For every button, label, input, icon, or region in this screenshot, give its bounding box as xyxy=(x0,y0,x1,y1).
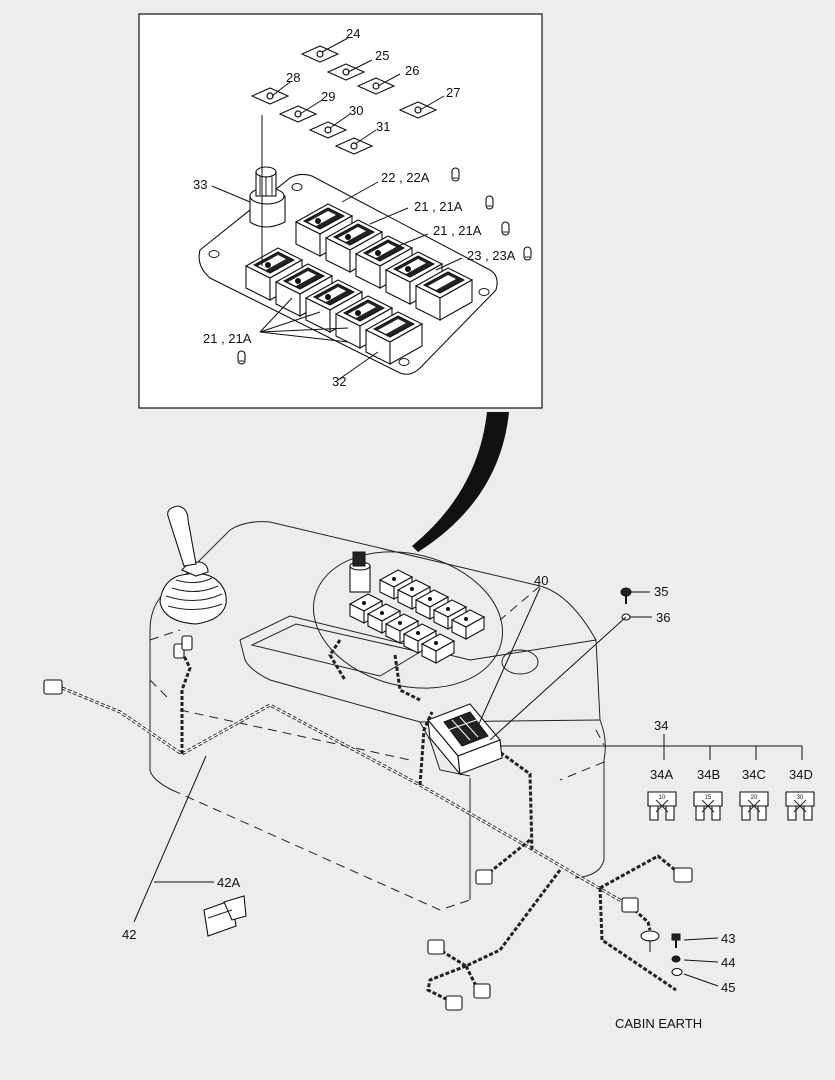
callout-27: 27 xyxy=(446,85,460,100)
wiring-harness xyxy=(61,639,681,1004)
callout-36: 36 xyxy=(656,610,670,625)
fuse-box xyxy=(427,703,503,776)
mini-rocker-switch xyxy=(450,609,486,640)
callout-42a: 42A xyxy=(217,875,240,890)
main-leader-lines xyxy=(133,587,803,987)
fuse-group: 10 15 20 30 xyxy=(647,791,815,821)
connector xyxy=(673,867,693,883)
console-hole xyxy=(501,649,539,675)
console-assembly: 10 15 20 30 40 35 36 34 34A 34B 34C 34D xyxy=(43,505,815,1031)
bulb-icon xyxy=(523,246,532,261)
callout-21-21a: 21 , 21A xyxy=(433,223,482,238)
callout-35: 35 xyxy=(654,584,668,599)
fuse-rating: 20 xyxy=(751,795,758,801)
callout-45: 45 xyxy=(721,980,735,995)
rocker-switch xyxy=(364,311,424,365)
fuse-icon: 30 xyxy=(785,791,815,821)
plate-hole xyxy=(398,358,410,366)
callout-28: 28 xyxy=(286,70,300,85)
connector xyxy=(475,869,493,885)
plate-hole xyxy=(208,250,220,258)
connector xyxy=(427,939,445,955)
screw xyxy=(620,587,632,604)
callout-34b: 34B xyxy=(697,767,720,782)
callout-40: 40 xyxy=(534,573,548,588)
fuse-icon: 20 xyxy=(739,791,769,821)
connector-42a xyxy=(203,895,247,937)
plate-hole xyxy=(291,183,303,191)
callout-43: 43 xyxy=(721,931,735,946)
rotary-switch xyxy=(249,166,286,228)
mini-rocker-switch xyxy=(396,579,432,610)
rocker-switch xyxy=(414,267,474,321)
callout-34: 34 xyxy=(654,718,668,733)
connector xyxy=(445,995,463,1011)
rocker-switch-group xyxy=(244,203,474,365)
symbol-label-icon xyxy=(250,87,290,105)
callout-26: 26 xyxy=(405,63,419,78)
callout-23-23a: 23 , 23A xyxy=(467,248,516,263)
callout-24: 24 xyxy=(346,26,360,41)
screw xyxy=(671,933,681,948)
callout-29: 29 xyxy=(321,89,335,104)
symbol-label-icon xyxy=(308,121,348,139)
mini-rocker-group xyxy=(348,569,486,664)
callout-44: 44 xyxy=(721,955,735,970)
callout-42: 42 xyxy=(122,927,136,942)
callout-21-21a: 21 , 21A xyxy=(414,199,463,214)
cabin-earth-label: CABIN EARTH xyxy=(615,1016,702,1031)
connector xyxy=(173,635,193,659)
mini-rocker-switch xyxy=(420,633,456,664)
mini-rotary-switch xyxy=(349,551,371,593)
fuse-rating: 15 xyxy=(705,795,712,801)
symbol-label-icon xyxy=(300,45,340,63)
fuse-icon: 10 xyxy=(647,791,677,821)
detail-inset: 24 25 26 27 28 29 30 31 33 22 , 22A 21 ,… xyxy=(138,13,543,409)
callout-32: 32 xyxy=(332,374,346,389)
callout-34c: 34C xyxy=(742,767,766,782)
callout-34a: 34A xyxy=(650,767,673,782)
earth-terminal xyxy=(640,930,660,952)
bulb-icon xyxy=(501,221,510,236)
bulb-icon xyxy=(485,195,494,210)
connector xyxy=(621,897,639,913)
connector xyxy=(473,983,491,999)
callout-30: 30 xyxy=(349,103,363,118)
washer xyxy=(671,955,681,963)
inset-leader-lines xyxy=(211,37,463,381)
plate-hole xyxy=(478,288,490,296)
joystick xyxy=(159,505,227,625)
callout-31: 31 xyxy=(376,119,390,134)
bulb-icon xyxy=(237,350,246,365)
callout-22-22a: 22 , 22A xyxy=(381,170,430,185)
callout-25: 25 xyxy=(375,48,389,63)
washer xyxy=(671,967,683,977)
callout-21-21a: 21 , 21A xyxy=(203,331,252,346)
symbol-label-icon xyxy=(334,137,374,155)
detail-arrow xyxy=(412,412,509,552)
connector xyxy=(43,679,63,695)
switch-panel-ellipse xyxy=(312,551,504,689)
fuse-rating: 30 xyxy=(797,795,804,801)
callout-34d: 34D xyxy=(789,767,813,782)
fuse-rating: 10 xyxy=(659,795,666,801)
fuse-icon: 15 xyxy=(693,791,723,821)
rocker-switch xyxy=(334,295,394,349)
bulb-icon xyxy=(451,167,460,182)
callout-33: 33 xyxy=(193,177,207,192)
